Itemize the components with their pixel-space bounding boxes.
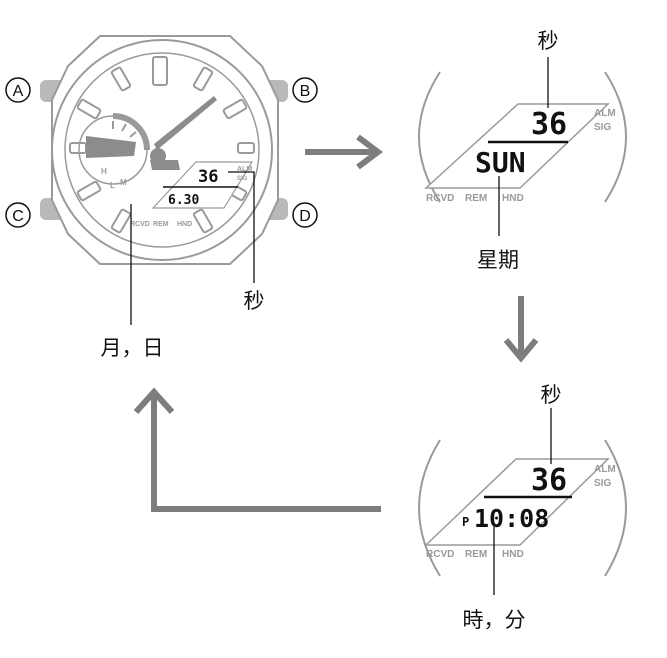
button-d[interactable]: D [292, 202, 318, 228]
weekday-display-panel: 秒 36 SUN ALM SIG RCVD REM HND 星期 [418, 29, 627, 272]
subdial-label-m: M [120, 178, 127, 187]
panel-time-ind-sig: SIG [594, 478, 611, 489]
marker-5 [192, 208, 214, 234]
button-b[interactable]: B [292, 77, 318, 103]
marker-3 [237, 142, 255, 154]
panel-weekday-weekday-readout: SUN [475, 146, 526, 179]
button-a[interactable]: A [5, 77, 31, 103]
marker-2 [222, 98, 248, 120]
mode-arrows [133, 134, 539, 512]
panel-weekday-ind-hnd: HND [502, 193, 524, 204]
minute-hand [154, 96, 217, 150]
subdial-pointer [86, 136, 136, 158]
panel-time-seconds-caption: 秒 [541, 383, 562, 407]
watch-seconds-readout: 36 [198, 167, 218, 187]
panel-weekday-seconds-readout: 36 [531, 107, 567, 142]
button-c[interactable]: C [5, 202, 31, 228]
watch-illustration: H L M 36 6.30 ALM SIG RCVD REM HND A [5, 35, 318, 360]
lcd-frame [151, 161, 254, 209]
panel-time-hour-minute-caption: 時，分 [463, 608, 526, 632]
watch-hands [150, 96, 217, 170]
function-subdial: H L M [78, 113, 150, 190]
panel-weekday-ind-rcvd: RCVD [426, 193, 454, 204]
panel-weekday-lcd-frame [424, 103, 610, 189]
panel-time-ind-rcvd: RCVD [426, 549, 454, 560]
watch-ind-sig: SIG [237, 176, 248, 182]
panel-weekday-weekday-caption: 星期 [477, 248, 519, 272]
panel-time-ind-alm: ALM [594, 464, 616, 475]
watch-date-readout: 6.30 [168, 193, 199, 208]
panel-weekday-ind-sig: SIG [594, 122, 611, 133]
panel-time-bezel-right [604, 439, 627, 577]
panel-time-ind-hnd: HND [502, 549, 524, 560]
watch-ind-alm: ALM [237, 166, 252, 173]
panel-time-time-readout: 10:08 [474, 504, 549, 533]
watch-lcd: 36 6.30 ALM SIG RCVD REM HND [130, 161, 254, 228]
arrow-return [133, 387, 381, 512]
marker-8 [76, 180, 102, 202]
button-a-label: A [13, 83, 24, 100]
panel-time-ind-rem: REM [465, 549, 487, 560]
subdial-label-l: L [110, 181, 115, 190]
panel-time-seconds-readout: 36 [531, 463, 567, 498]
time-display-panel: 秒 36 P 10:08 ALM SIG RCVD REM HND 時，分 [418, 383, 627, 632]
panel-weekday-seconds-caption: 秒 [538, 29, 559, 53]
subdial-label-h: H [101, 167, 107, 176]
button-c-label: C [12, 208, 24, 225]
watch-ind-rcvd: RCVD [130, 221, 150, 228]
marker-1 [192, 66, 214, 92]
panel-weekday-bezel-right [604, 71, 627, 203]
hand-hub [150, 148, 166, 164]
watch-ind-rem: REM [153, 221, 169, 228]
marker-11 [110, 66, 132, 92]
panel-time-lcd-frame [424, 458, 610, 546]
seconds-callout-line [228, 171, 255, 283]
watch-month-day-caption: 月，日 [101, 336, 164, 360]
panel-time-pm-indicator: P [462, 515, 469, 529]
button-d-label: D [299, 208, 311, 225]
subdial-ticks [112, 121, 137, 138]
panel-weekday-ind-rem: REM [465, 193, 487, 204]
subdial-arc [112, 113, 150, 151]
marker-10 [76, 98, 102, 120]
panel-weekday-ind-alm: ALM [594, 108, 616, 119]
arrow-right [305, 134, 383, 170]
panel-time-bezel-left [418, 439, 441, 577]
arrow-down [503, 296, 539, 363]
watch-seconds-caption: 秒 [244, 289, 265, 313]
watch-ind-hnd: HND [177, 221, 192, 228]
marker-12 [152, 56, 168, 86]
button-b-label: B [300, 83, 311, 100]
marker-7 [110, 208, 132, 234]
